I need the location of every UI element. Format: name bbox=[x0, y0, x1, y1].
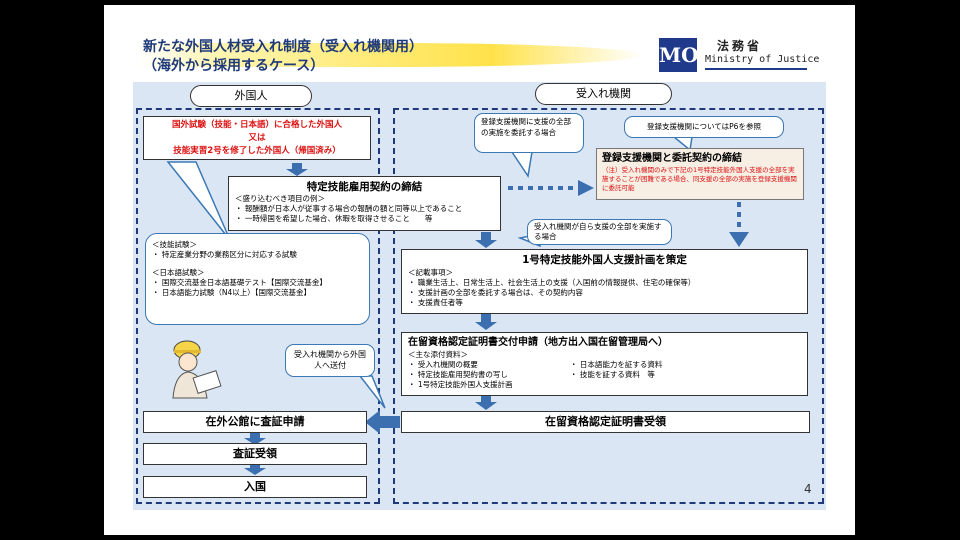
employer-column bbox=[393, 108, 824, 504]
send-callout-tail bbox=[358, 375, 386, 409]
support-plan-sub: ＜記載事項＞ bbox=[408, 268, 453, 277]
contract-sub: ＜盛り込むべき項目の例＞ bbox=[235, 194, 325, 203]
contract-item-2: ・ 一時帰国を希望した場合、休暇を取得させること 等 bbox=[235, 214, 433, 223]
jp-test-header: ＜日本語試験＞ bbox=[152, 268, 205, 277]
support-plan-box: 1号特定技能外国人支援計画を策定 ＜記載事項＞ ・ 職業生活上、日常生活上、社会… bbox=[401, 249, 808, 314]
ministry-name-jp: 法務省 bbox=[717, 39, 763, 53]
coe-attachment-2: ・ 特定技能雇用契約書の写し bbox=[408, 370, 508, 379]
self-support-callout: 受入れ機関が自ら支援の全部を実施する場合 bbox=[527, 219, 672, 245]
support-plan-title: 1号特定技能外国人支援計画を策定 bbox=[522, 254, 687, 266]
qualified-line-3: 技能実習2号を修了した外国人（帰国済み） bbox=[173, 146, 341, 156]
arrow-plan-to-coe bbox=[475, 313, 497, 330]
test-callout-tail bbox=[166, 161, 231, 241]
registered-support-title: 登録支援機関と委託契約の締結 bbox=[602, 153, 742, 164]
coe-attachments-left: ・ 受入れ機関の概要 ・ 特定技能雇用契約書の写し ・ 1号特定技能外国人支援計… bbox=[408, 360, 513, 390]
qualified-line-2: 又は bbox=[248, 133, 266, 143]
coe-attachment-4: ・ 日本語能力を証する資料 bbox=[570, 360, 663, 369]
ref-callout: 登録支援機関についてはP6を参照 bbox=[624, 116, 784, 138]
worker-illustration bbox=[167, 338, 222, 400]
jp-test-item-2: ・ 日本語能力試験（N4以上）【国際交流基金】 bbox=[152, 288, 312, 297]
coe-attachments-right: ・ 日本語能力を証する資料 ・ 技能を証する資料 等 bbox=[570, 360, 662, 380]
dotted-arrowhead-registered bbox=[729, 232, 749, 247]
coe-attachment-3: ・ 1号特定技能外国人支援計画 bbox=[408, 380, 513, 389]
contract-title: 特定技能雇用契約の締結 bbox=[306, 181, 423, 193]
page-number: 4 bbox=[804, 482, 812, 496]
registered-support-box: 登録支援機関と委託契約の締結 （注）受入れ機関のみで下記の1号特定技能外国人支援… bbox=[596, 148, 804, 200]
coe-attachment-1: ・ 受入れ機関の概要 bbox=[408, 360, 478, 369]
registered-support-note: （注）受入れ機関のみで下記の1号特定技能外国人支援の全部を実施することが困難であ… bbox=[602, 166, 797, 192]
qualified-foreigner-box: 国外試験（技能・日本語）に合格した外国人 又は 技能実習2号を修了した外国人（帰… bbox=[143, 116, 371, 160]
coe-application-title: 在留資格認定証明書交付申請（地方出入国在留管理局へ） bbox=[408, 337, 668, 348]
coe-receive-box: 在留資格認定証明書受領 bbox=[401, 411, 810, 433]
title-highlight bbox=[138, 43, 643, 67]
test-callout: ＜技能試験＞ ・ 特定産業分野の業務区分に対応する試験 ＜日本語試験＞ ・ 国際… bbox=[145, 233, 370, 325]
support-plan-item-1: ・ 職業生活上、日常生活上、社会生活上の支援（入国前の情報提供、住宅の確保等） bbox=[408, 278, 696, 287]
arrow-coe-to-receive bbox=[475, 396, 497, 410]
foreigner-column-label: 外国人 bbox=[190, 85, 312, 107]
jp-test-item-1: ・ 国際交流基金日本語基礎テスト【国際交流基金】 bbox=[152, 278, 327, 287]
skill-test-header: ＜技能試験＞ bbox=[152, 240, 197, 249]
arrow-visa-apply-to-receive bbox=[244, 432, 266, 445]
support-plan-item-2: ・ 支援計画の全部を委託する場合は、その契約内容 bbox=[408, 288, 583, 297]
ministry-name-en: Ministry of Justice bbox=[705, 54, 820, 65]
arrow-contract-to-plan bbox=[475, 232, 497, 248]
qualified-line-1: 国外試験（技能・日本語）に合格した外国人 bbox=[171, 120, 342, 130]
delegate-callout: 登録支援機関に支援の全部の実施を委託する場合 bbox=[474, 113, 584, 153]
delegate-callout-tail bbox=[510, 151, 533, 178]
skill-test-item: ・ 特定産業分野の業務区分に対応する試験 bbox=[152, 250, 297, 259]
arrow-send-to-foreigner bbox=[365, 410, 400, 434]
visa-receive-box: 査証受領 bbox=[143, 443, 367, 465]
title-line-1: 新たな外国人材受入れ制度（受入れ機関用） bbox=[143, 39, 423, 55]
entry-box: 入国 bbox=[143, 476, 367, 498]
ministry-underline bbox=[705, 68, 807, 70]
arrow-qualified-to-contract bbox=[286, 163, 308, 176]
foreigner-column bbox=[136, 108, 380, 504]
support-plan-item-3: ・ 支援責任者等 bbox=[408, 298, 463, 307]
coe-application-box: 在留資格認定証明書交付申請（地方出入国在留管理局へ） ＜主な添付資料＞ ・ 受入… bbox=[401, 332, 808, 396]
dotted-arrowhead-delegate bbox=[578, 180, 594, 196]
contract-box: 特定技能雇用契約の締結 ＜盛り込むべき項目の例＞ ・ 報酬額が日本人が従事する場… bbox=[228, 176, 501, 231]
send-callout: 受入れ機関から外国人へ送付 bbox=[285, 344, 375, 377]
contract-item-1: ・ 報酬額が日本人が従事する場合の報酬の額と同等以上であること bbox=[235, 204, 463, 213]
coe-attachment-5: ・ 技能を証する資料 等 bbox=[570, 370, 655, 379]
arrow-visa-receive-to-entry bbox=[244, 462, 266, 475]
coe-application-sub: ＜主な添付資料＞ bbox=[408, 350, 468, 359]
employer-column-label: 受入れ機関 bbox=[535, 83, 672, 105]
page-title: 新たな外国人材受入れ制度（受入れ機関用） （海外から採用するケース） bbox=[143, 38, 423, 76]
visa-apply-box: 在外公館に査証申請 bbox=[143, 411, 367, 433]
title-line-2: （海外から採用するケース） bbox=[143, 58, 325, 74]
